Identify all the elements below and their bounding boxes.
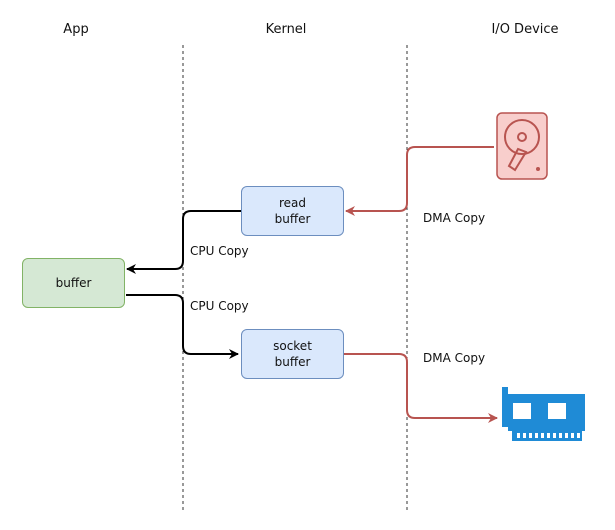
socket-buffer-node: socket buffer bbox=[241, 329, 344, 379]
edge-label-cpu-copy-read: CPU Copy bbox=[190, 244, 249, 258]
read-buffer-node: read buffer bbox=[241, 186, 344, 236]
app-buffer-label: buffer bbox=[55, 276, 92, 290]
edge-label-cpu-copy-write: CPU Copy bbox=[190, 299, 249, 313]
edge-disk-to-read-buffer bbox=[345, 146, 494, 216]
edge-label-dma-copy-in: DMA Copy bbox=[423, 211, 486, 225]
app-buffer-node: buffer bbox=[22, 258, 125, 308]
edge-label-dma-copy-out: DMA Copy bbox=[423, 351, 486, 365]
read-buffer-label: read buffer bbox=[274, 196, 311, 226]
edge-socket-buffer-to-nic bbox=[344, 353, 498, 423]
network-card-icon bbox=[502, 387, 585, 441]
edge-read-buffer-to-app-buffer bbox=[126, 210, 241, 274]
edge-app-buffer-to-socket-buffer bbox=[126, 294, 239, 359]
column-title-io-device: I/O Device bbox=[491, 22, 559, 37]
column-title-app: App bbox=[63, 22, 89, 37]
hard-drive-icon bbox=[496, 112, 548, 180]
column-title-kernel: Kernel bbox=[265, 22, 307, 37]
socket-buffer-label: socket buffer bbox=[273, 339, 312, 369]
